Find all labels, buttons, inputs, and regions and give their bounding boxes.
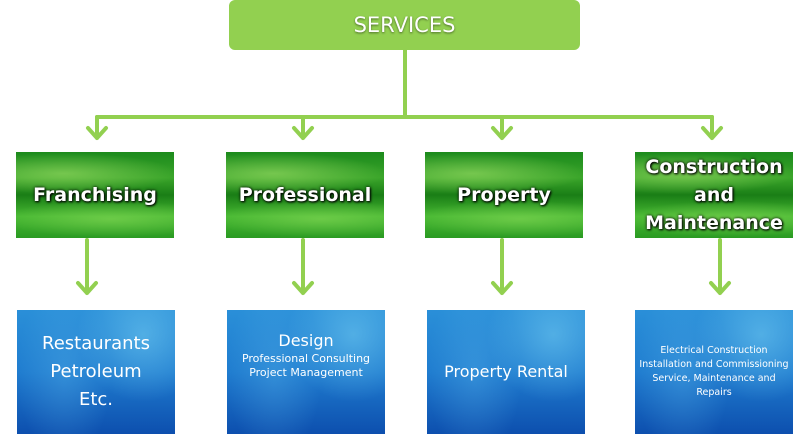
category-label: Franchising [33, 184, 157, 206]
detail-item: Restaurants [42, 333, 150, 354]
detail-item: Service, Maintenance and Repairs [652, 373, 776, 398]
detail-item: Petroleum [50, 361, 142, 382]
arrow-to-construction [701, 115, 723, 140]
category-label: Property [457, 184, 551, 206]
category-label: Professional [238, 184, 372, 206]
detail-item: Etc. [78, 389, 114, 410]
arrow-to-professional [292, 115, 314, 140]
arrow-to-property [491, 115, 513, 140]
category-franchising: Franchising [16, 152, 174, 238]
arrow-to-franchising [86, 115, 108, 140]
detail-item: Electrical Construction [660, 345, 768, 356]
detail-item: Project Management [249, 366, 363, 379]
detail-item: Professional Consulting [241, 352, 371, 365]
arrow-property-details [491, 238, 513, 295]
details-franchising: Restaurants Petroleum Etc. [17, 310, 175, 434]
details-professional: Design Professional Consulting Project M… [227, 310, 385, 434]
details-property: Property Rental [427, 310, 585, 434]
arrow-franchising-details [76, 238, 98, 295]
category-professional: Professional [226, 152, 384, 238]
detail-item: Design [278, 331, 334, 350]
arrow-construction-details [709, 238, 731, 295]
services-title-box: SERVICES [229, 0, 580, 50]
services-title: SERVICES [353, 13, 456, 37]
category-property: Property [425, 152, 583, 238]
details-construction: Electrical Construction Installation and… [635, 310, 793, 434]
category-label: Construction and Maintenance [645, 156, 783, 234]
detail-item: Property Rental [444, 362, 568, 381]
category-construction: Construction and Maintenance [635, 152, 793, 238]
detail-item: Installation and Commissioning [639, 359, 789, 370]
arrow-professional-details [292, 238, 314, 295]
